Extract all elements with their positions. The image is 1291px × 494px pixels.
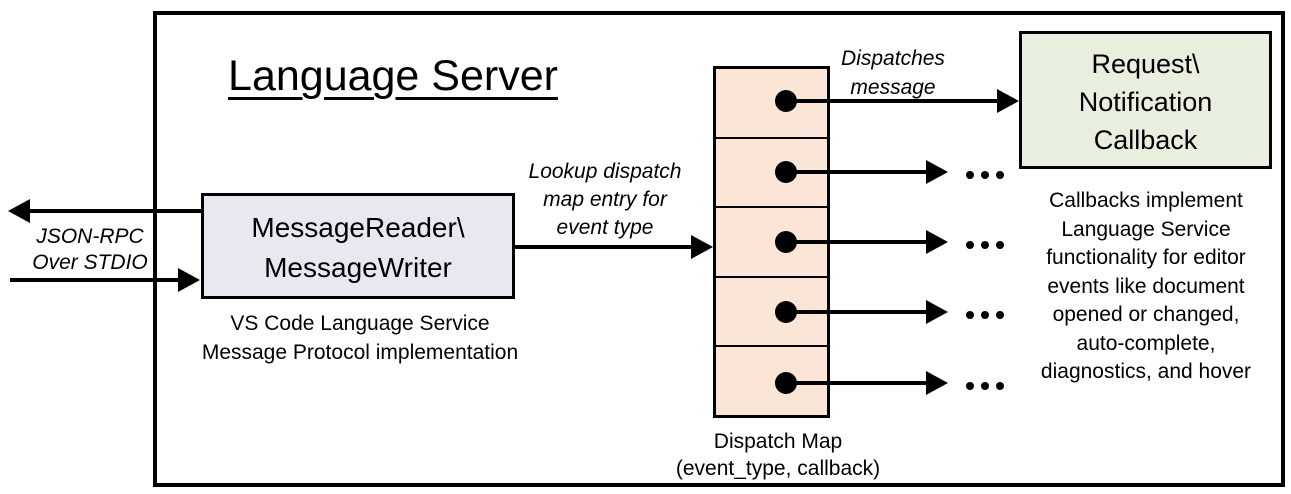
ellipsis-icon bbox=[966, 311, 1004, 319]
callbacks-note-line: opened or changed, bbox=[1052, 303, 1240, 326]
dispatches-label-line: message bbox=[850, 76, 936, 99]
callback-box-line: Notification bbox=[1078, 87, 1213, 117]
callbacks-note: Callbacks implement Language Service fun… bbox=[1019, 187, 1273, 387]
lookup-label-line: map entry for bbox=[543, 188, 667, 211]
callbacks-note-line: events like document bbox=[1047, 274, 1245, 298]
callbacks-note-line: auto-complete, bbox=[1076, 331, 1216, 355]
stdio-in-arrow-line bbox=[10, 278, 178, 282]
dispatch-arrow-line bbox=[786, 240, 927, 244]
reader-caption-line: Message Protocol implementation bbox=[201, 341, 519, 364]
callback-box-line: Request\ bbox=[1091, 49, 1200, 79]
request-notification-callback-box: Request\ Notification Callback bbox=[1019, 31, 1272, 169]
dispatch-arrowhead-icon bbox=[926, 160, 948, 184]
reader-caption-line: VS Code Language Service bbox=[230, 312, 490, 335]
lookup-label: Lookup dispatch map entry for event type bbox=[513, 158, 697, 242]
lookup-label-line: event type bbox=[556, 216, 654, 239]
dispatch-map-cell bbox=[716, 139, 827, 209]
dispatch-arrow-line bbox=[786, 381, 927, 385]
json-rpc-label-line: JSON-RPC bbox=[36, 225, 144, 248]
dispatch-map-cell bbox=[716, 278, 827, 348]
dispatch-arrow-line bbox=[786, 310, 927, 314]
dispatch-arrow-line bbox=[786, 170, 927, 174]
dispatch-arrowhead-icon bbox=[926, 230, 948, 254]
json-rpc-label: JSON-RPC Over STDIO bbox=[20, 224, 160, 276]
lookup-label-line: Lookup dispatch bbox=[528, 160, 682, 183]
dispatch-map-caption: Dispatch Map (event_type, callback) bbox=[650, 428, 906, 482]
ellipsis-icon bbox=[966, 382, 1004, 390]
lookup-arrow-line bbox=[515, 245, 691, 249]
dispatch-map-cell bbox=[716, 208, 827, 278]
json-rpc-label-line: Over STDIO bbox=[32, 251, 148, 274]
message-writer-line: MessageWriter bbox=[264, 252, 452, 283]
dispatch-arrow-line bbox=[786, 99, 998, 103]
stdio-out-arrowhead-icon bbox=[8, 199, 30, 223]
dispatches-message-label: Dispatches message bbox=[815, 44, 971, 102]
lookup-arrowhead-icon bbox=[691, 235, 713, 259]
callbacks-note-line: functionality for editor bbox=[1046, 246, 1246, 269]
ellipsis-icon bbox=[966, 241, 1004, 249]
language-server-box bbox=[153, 11, 1285, 487]
diagram-title: Language Server bbox=[228, 52, 558, 100]
dispatches-label-line: Dispatches bbox=[841, 47, 945, 70]
dispatch-map-caption-line: Dispatch Map bbox=[713, 430, 843, 453]
callbacks-note-line: Language Service bbox=[1061, 217, 1231, 241]
stdio-in-arrowhead-icon bbox=[178, 268, 200, 292]
callbacks-note-line: Callbacks implement bbox=[1049, 189, 1243, 212]
message-reader-writer-box: MessageReader\ MessageWriter bbox=[201, 193, 515, 299]
callback-box-line: Callback bbox=[1093, 125, 1198, 155]
callbacks-note-line: diagnostics, and hover bbox=[1040, 360, 1252, 383]
dispatch-arrowhead-icon bbox=[926, 371, 948, 395]
ellipsis-icon bbox=[966, 171, 1004, 179]
dispatch-arrowhead-icon bbox=[926, 300, 948, 324]
dispatch-map-cell bbox=[716, 69, 827, 139]
stdio-out-arrow-line bbox=[28, 209, 201, 213]
message-reader-line: MessageReader\ bbox=[251, 212, 465, 243]
reader-caption: VS Code Language Service Message Protoco… bbox=[160, 309, 560, 367]
dispatch-map-caption-line: (event_type, callback) bbox=[675, 457, 881, 480]
dispatch-arrowhead-icon bbox=[997, 89, 1019, 113]
